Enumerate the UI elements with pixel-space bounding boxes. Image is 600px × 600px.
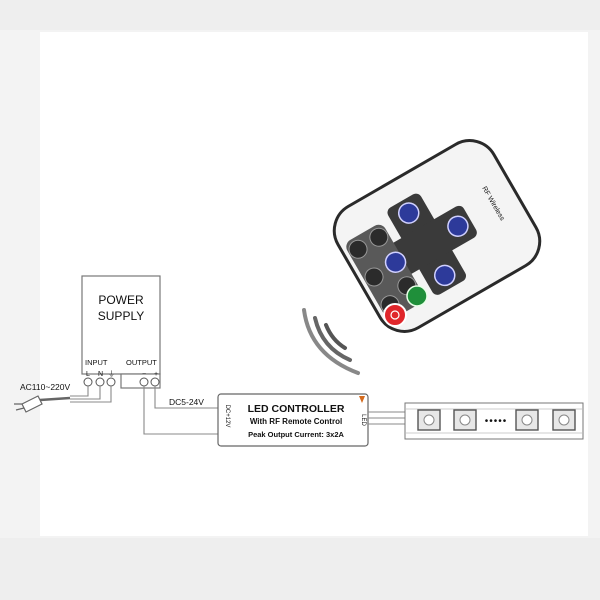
dc-voltage-label: DC5-24V <box>169 397 204 407</box>
top-band <box>0 0 600 30</box>
brightness-down-icon[interactable] <box>431 262 458 289</box>
led-chip-icon <box>417 409 576 431</box>
power-button-icon[interactable] <box>383 303 407 327</box>
green-button-icon[interactable] <box>406 285 428 307</box>
bottom-band <box>0 538 600 600</box>
ac-wires <box>70 386 112 403</box>
controller-side-left: DC+12V <box>224 405 230 428</box>
mode-3-icon[interactable] <box>362 265 387 290</box>
mode-2-icon[interactable] <box>367 225 392 250</box>
ac-voltage-label: AC110~220V <box>20 382 71 392</box>
terminal-n-label: N <box>98 371 103 378</box>
controller-side-right: LED <box>360 414 366 426</box>
signal-waves-icon <box>302 308 360 375</box>
speed-up-icon[interactable] <box>444 213 471 240</box>
speed-down-icon[interactable] <box>382 249 409 276</box>
power-supply-title-1: POWER <box>98 293 144 307</box>
brightness-up-icon[interactable] <box>395 199 422 226</box>
power-supply: POWER SUPPLY INPUT OUTPUT L N ⏚ − + <box>81 275 161 389</box>
terminal-minus-label: − <box>142 371 146 378</box>
terminal-ground-icon: ⏚ <box>108 370 115 378</box>
terminal-l-label: L <box>86 371 90 378</box>
led-controller: DC+12V LED CONTROLLER With RF Remote Con… <box>217 393 369 447</box>
ac-plug-icon <box>14 395 71 413</box>
input-label: INPUT <box>85 358 108 367</box>
terminal-screws <box>83 377 160 387</box>
output-label: OUTPUT <box>126 358 157 367</box>
controller-box <box>217 393 369 447</box>
terminal-plus-label: + <box>154 371 158 378</box>
dc-wires <box>143 386 218 435</box>
strip-ellipsis: ••••• <box>485 416 508 427</box>
controller-subtitle: With RF Remote Control <box>250 417 342 426</box>
controller-title: LED CONTROLLER <box>248 403 345 415</box>
power-glyph-icon <box>390 310 400 320</box>
controller-spec: Peak Output Current: 3x2A <box>248 430 344 439</box>
strip-wires <box>368 411 405 425</box>
controller-arrow-icon <box>359 396 365 403</box>
power-supply-title-2: SUPPLY <box>98 309 144 323</box>
mode-1-icon[interactable] <box>346 237 371 262</box>
rf-remote: RF Wireless <box>332 139 542 333</box>
